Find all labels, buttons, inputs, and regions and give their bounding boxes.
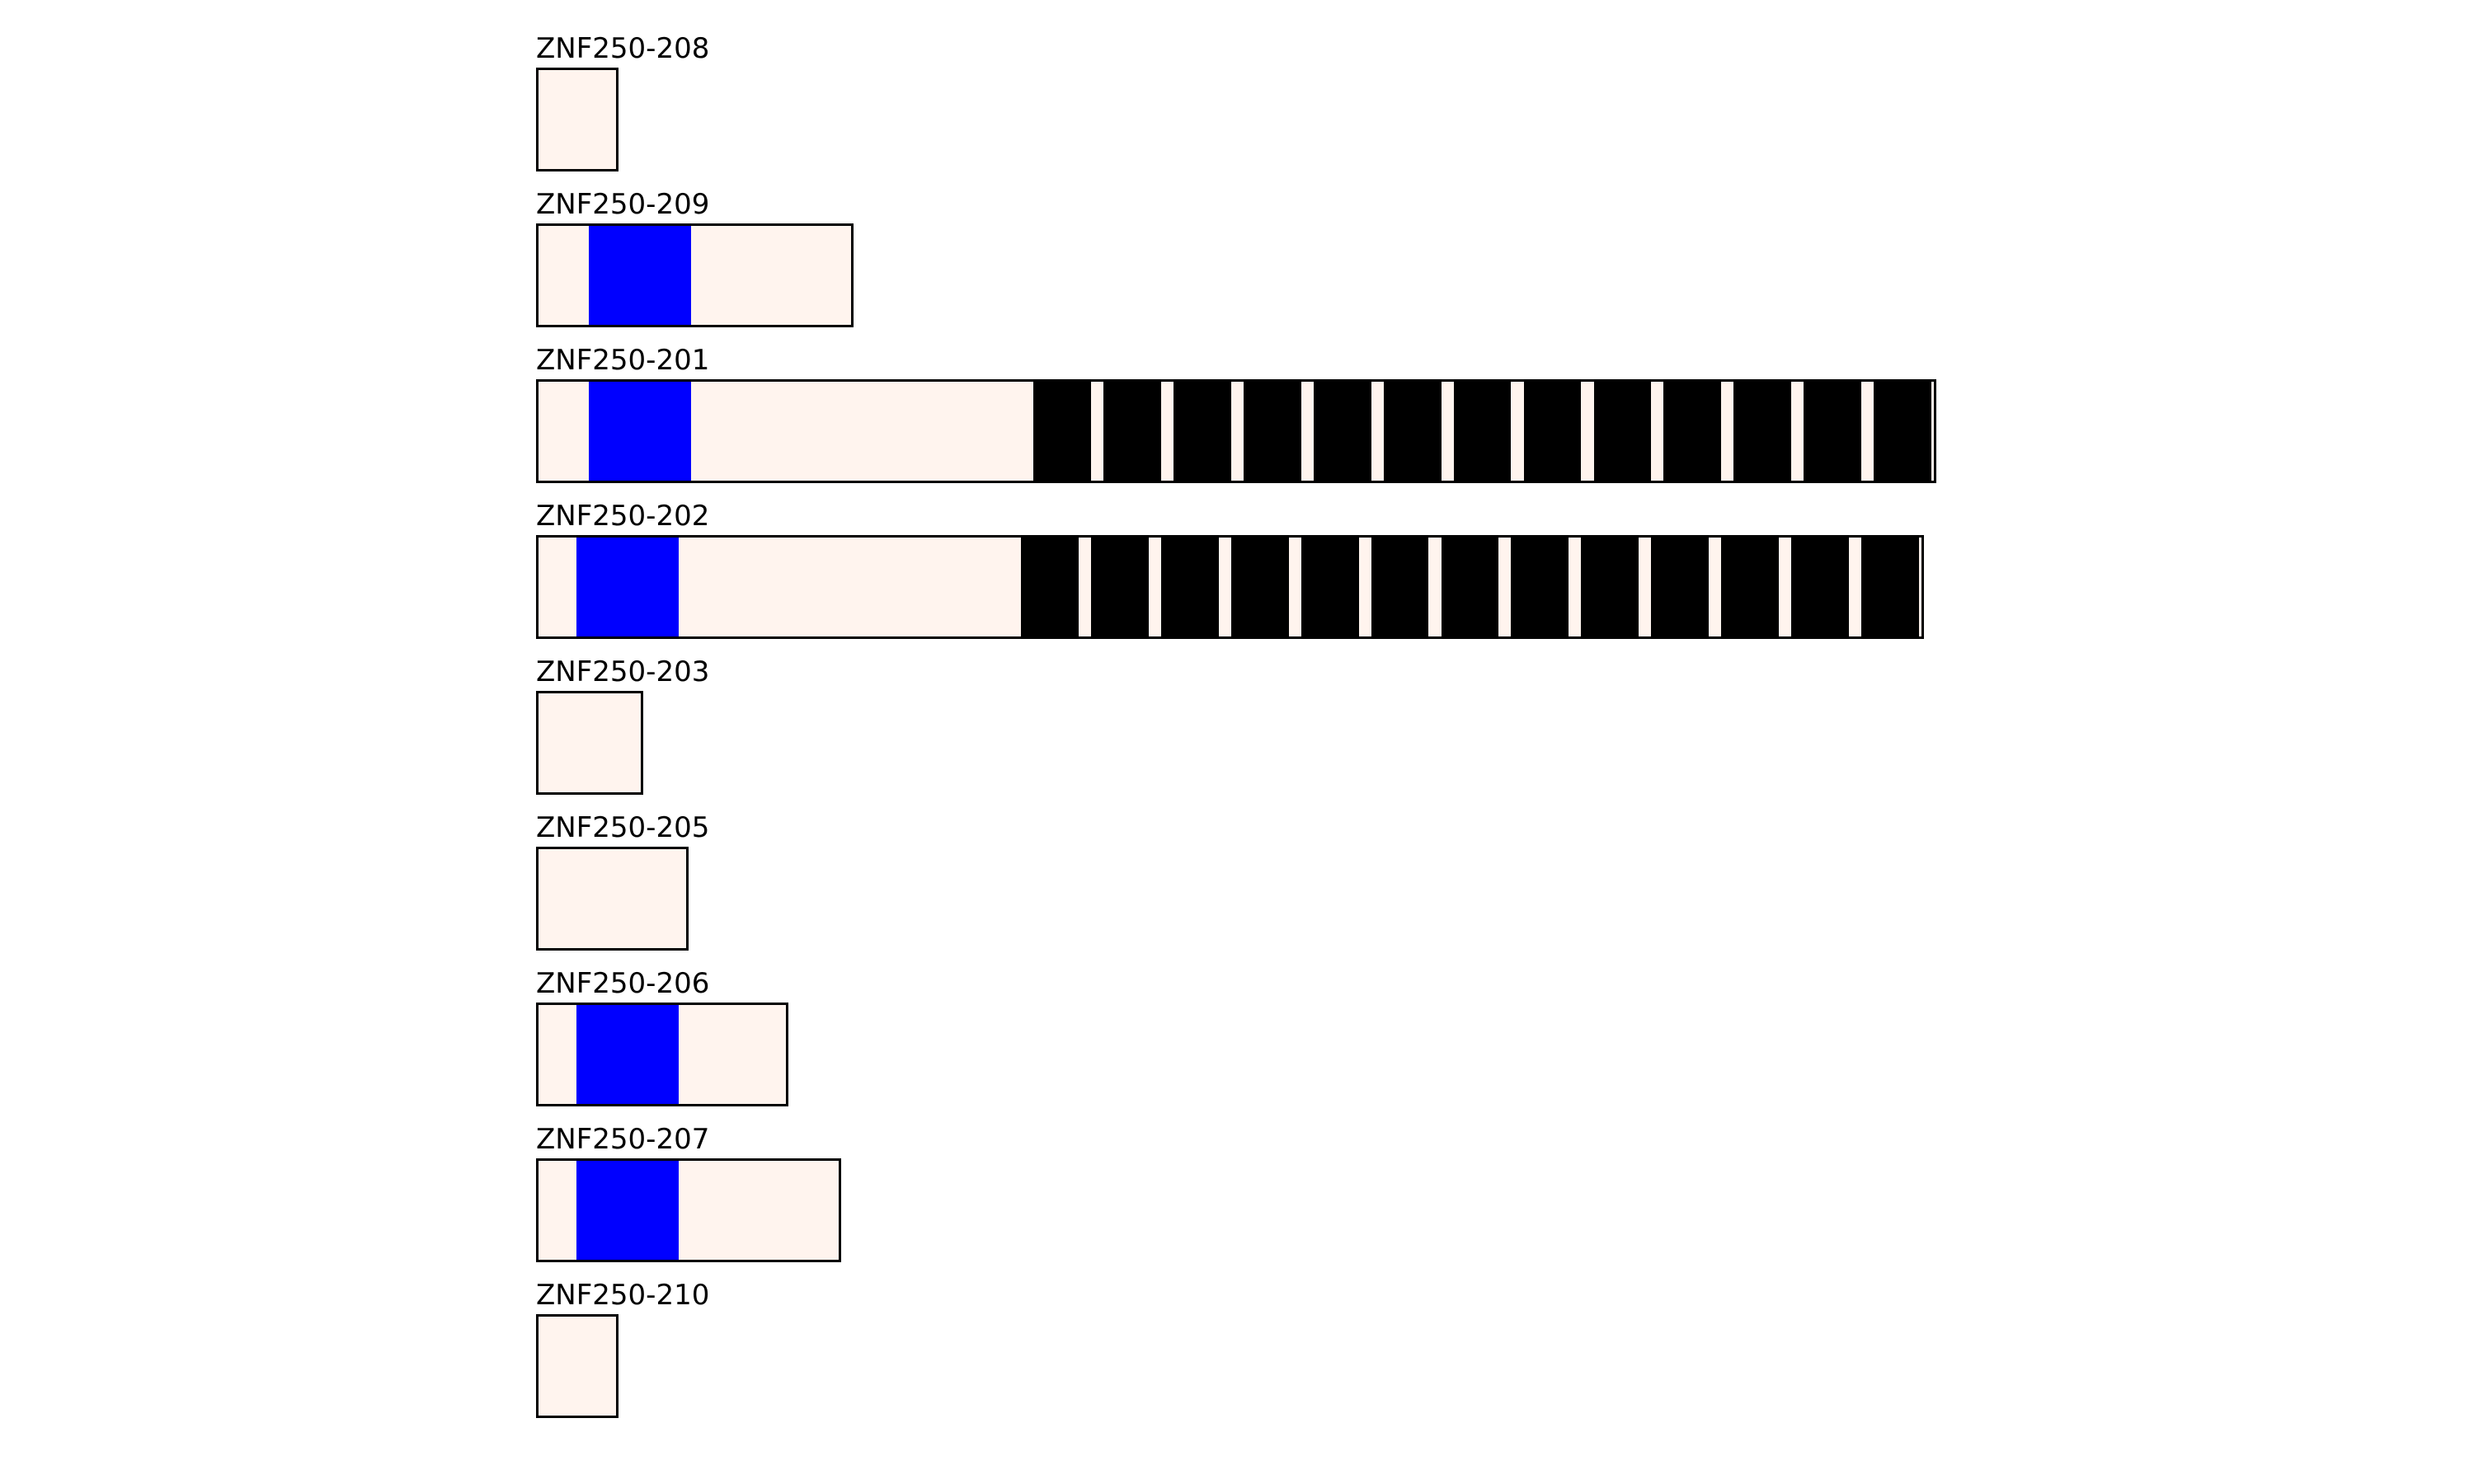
transcript-protein-bar [536,1158,841,1262]
zinc-finger-domain [1161,538,1219,636]
transcript-label: ZNF250-210 [536,1279,710,1312]
zinc-finger-domain [1441,538,1499,636]
zinc-finger-domain [1523,382,1582,481]
transcript-label: ZNF250-202 [536,500,710,533]
zinc-finger-domain [1383,382,1442,481]
transcript-label: ZNF250-205 [536,811,710,844]
zinc-finger-domain [1021,538,1079,636]
transcript-protein-bar [536,1003,788,1106]
zinc-finger-domain [1663,382,1722,481]
zinc-finger-domain [1791,538,1849,636]
transcript-label: ZNF250-206 [536,967,710,1000]
zinc-finger-domain [1804,382,1861,481]
zinc-finger-domain [1371,538,1429,636]
krab-domain [588,226,691,325]
transcript-protein-bar [536,1314,618,1418]
zinc-finger-domain [1721,538,1779,636]
transcript-protein-bar [536,68,618,171]
zinc-finger-domain [1300,538,1359,636]
zinc-finger-domain [1313,382,1371,481]
zinc-finger-domain [1091,538,1149,636]
zinc-finger-domain [1733,382,1792,481]
zinc-finger-domain [1174,382,1231,481]
zinc-finger-domain [1860,538,1919,636]
krab-domain [576,1005,679,1104]
transcript-protein-bar [536,223,854,327]
zinc-finger-domain [1033,382,1092,481]
zinc-finger-domain [1593,382,1652,481]
krab-domain [588,382,691,481]
zinc-finger-domain [1230,538,1289,636]
transcript-protein-bar [536,535,1924,639]
transcript-label: ZNF250-201 [536,344,710,377]
transcript-label: ZNF250-209 [536,188,710,221]
zinc-finger-domain [1874,382,1931,481]
transcript-protein-bar [536,379,1936,483]
transcript-label: ZNF250-203 [536,655,710,688]
transcript-label: ZNF250-208 [536,32,710,65]
zinc-finger-domain [1244,382,1301,481]
zinc-finger-domain [1511,538,1569,636]
zinc-finger-domain [1651,538,1709,636]
zinc-finger-domain [1103,382,1161,481]
transcript-label: ZNF250-207 [536,1123,710,1156]
krab-domain [576,1161,679,1260]
zinc-finger-domain [1581,538,1639,636]
transcript-protein-bar [536,691,643,795]
zinc-finger-domain [1453,382,1512,481]
krab-domain [576,538,679,636]
transcript-protein-bar [536,847,689,951]
